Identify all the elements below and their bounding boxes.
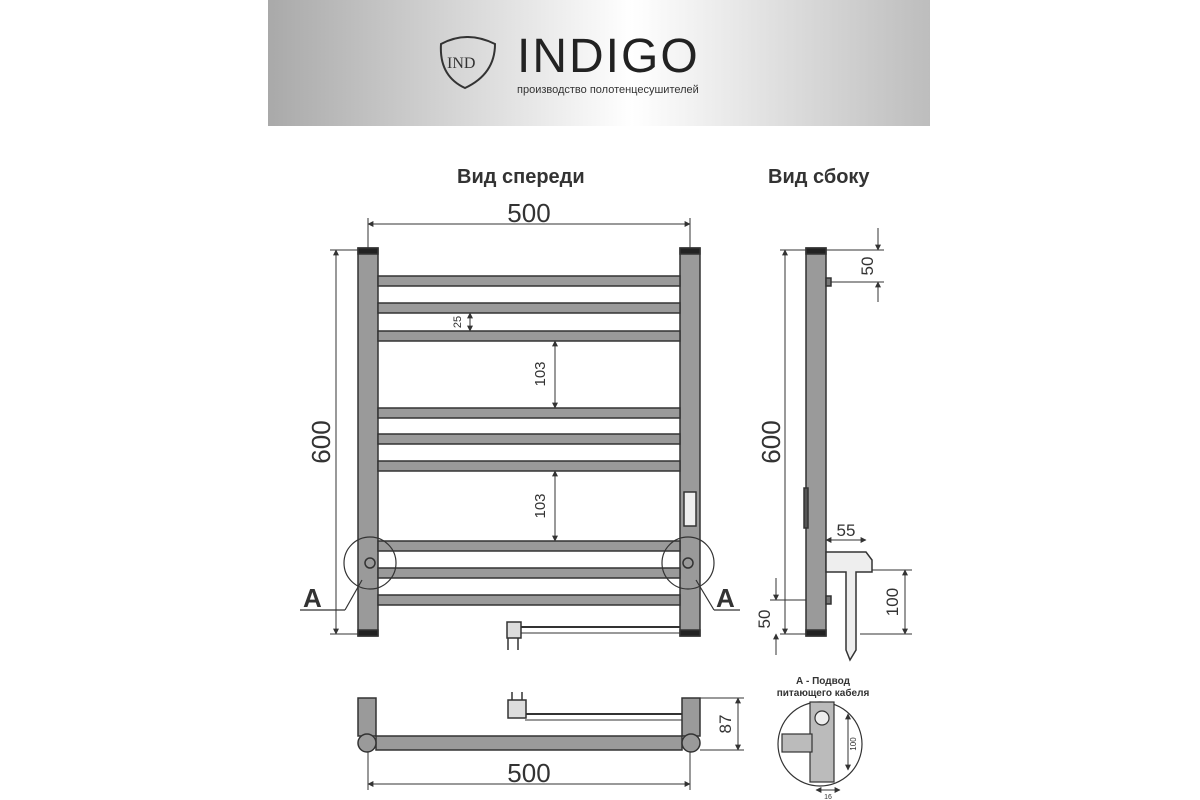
side-control bbox=[803, 487, 809, 529]
front-rail bbox=[377, 567, 681, 579]
front-rail bbox=[377, 460, 681, 472]
front-view bbox=[300, 247, 740, 650]
plug-depth-label: 55 bbox=[837, 521, 856, 540]
gap-small-label: 25 bbox=[452, 316, 464, 328]
front-view-title: Вид спереди bbox=[457, 166, 585, 188]
detail-circle-right bbox=[661, 536, 715, 590]
detail-marker-right: A bbox=[716, 583, 735, 613]
bottom-rail bbox=[375, 735, 683, 751]
plug-icon bbox=[506, 621, 522, 639]
bottom-view bbox=[357, 692, 701, 753]
front-right-post bbox=[679, 247, 701, 637]
front-rail bbox=[377, 275, 681, 287]
detail-a-view bbox=[777, 701, 863, 793]
logo-text: IND bbox=[447, 55, 475, 72]
brand-tagline: производство полотенцесушителей bbox=[517, 84, 699, 96]
bottom-dimensions bbox=[367, 697, 744, 790]
side-top-offset-label: 50 bbox=[858, 257, 877, 276]
front-width-label: 500 bbox=[507, 198, 550, 228]
detail-title-line1: А - Подвод bbox=[796, 676, 851, 687]
front-dimensions bbox=[330, 218, 691, 635]
bottom-depth-label: 87 bbox=[716, 715, 735, 734]
side-view-title: Вид сбоку bbox=[768, 166, 870, 188]
bottom-plug-icon bbox=[507, 699, 527, 719]
detail-circle-left bbox=[343, 536, 397, 590]
detail-title-line2: питающего кабеля bbox=[777, 687, 870, 699]
front-rail bbox=[377, 433, 681, 445]
front-left-post bbox=[357, 247, 379, 637]
gap-upper-label: 103 bbox=[532, 361, 549, 386]
side-plug-icon bbox=[825, 551, 873, 662]
brand-banner bbox=[268, 0, 930, 126]
side-view bbox=[803, 247, 873, 662]
detail-marker-left: A bbox=[303, 583, 322, 613]
side-bottom-offset-label: 50 bbox=[755, 610, 774, 629]
plug-height-label: 100 bbox=[883, 588, 902, 616]
side-dimensions bbox=[770, 228, 912, 655]
front-rail bbox=[377, 330, 681, 342]
front-rail bbox=[377, 540, 681, 552]
front-rail bbox=[377, 302, 681, 314]
gap-lower-label: 103 bbox=[532, 493, 549, 518]
front-height-label: 600 bbox=[306, 420, 336, 463]
brand-name: INDIGO bbox=[517, 30, 700, 83]
side-post bbox=[805, 247, 827, 637]
bottom-width-label: 500 bbox=[507, 758, 550, 788]
brand-logo-icon: IND bbox=[439, 36, 497, 90]
front-rail bbox=[377, 594, 681, 606]
control-unit bbox=[683, 491, 697, 527]
detail-vertical-dim: 100 bbox=[849, 737, 858, 751]
front-rail bbox=[377, 407, 681, 419]
side-height-label: 600 bbox=[756, 420, 786, 463]
detail-horizontal-dim: 16 bbox=[824, 794, 832, 800]
